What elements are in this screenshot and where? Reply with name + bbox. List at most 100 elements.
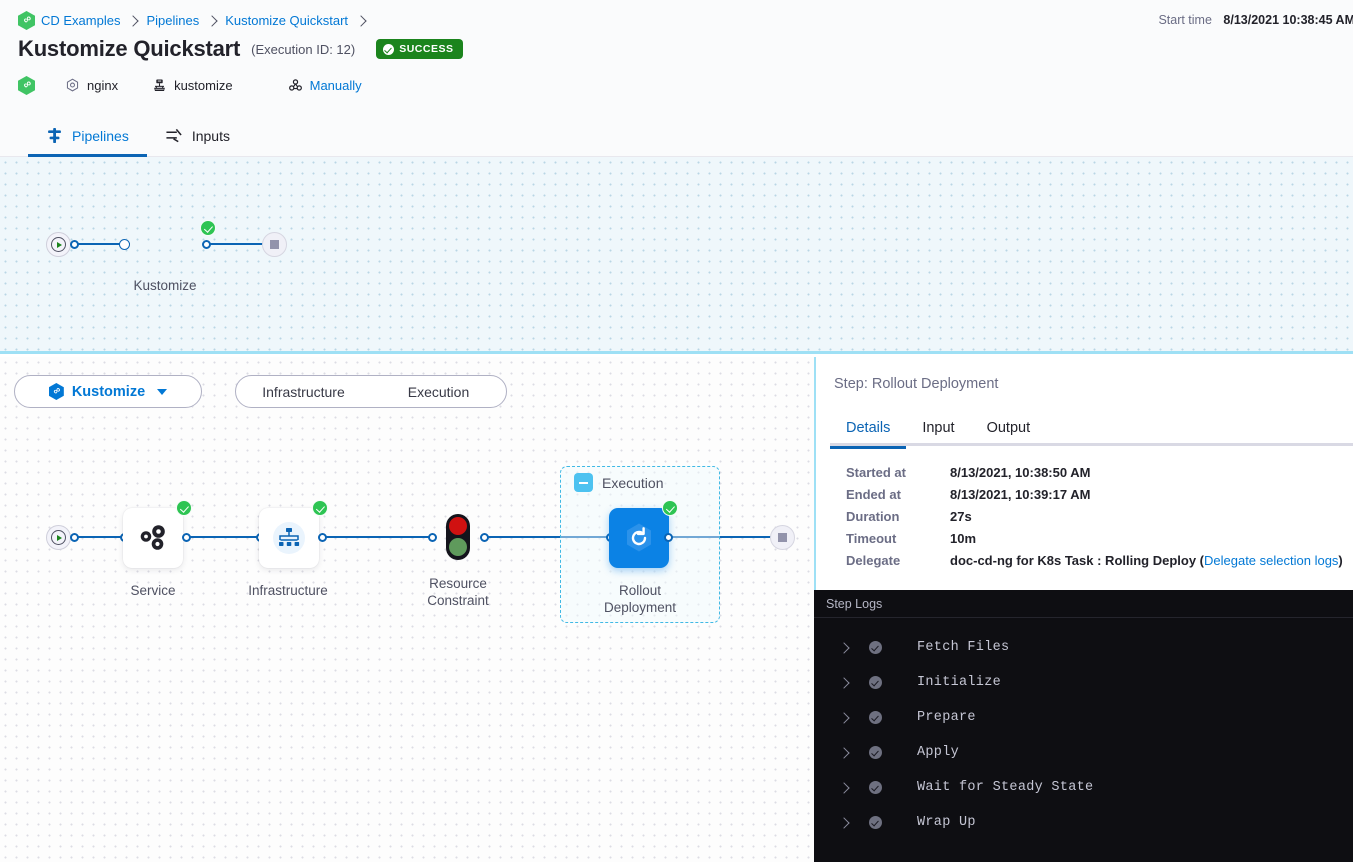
log-row[interactable]: Wait for Steady State	[814, 770, 1353, 805]
stage-start-node[interactable]	[46, 525, 71, 550]
graph-port	[202, 240, 211, 249]
step-group-execution-label: Execution	[602, 474, 664, 491]
pipeline-stage-label: Kustomize	[133, 278, 197, 293]
meta-infrastructure-label: kustomize	[174, 78, 233, 93]
check-circle-icon	[869, 781, 882, 794]
graph-port	[664, 533, 673, 542]
detail-value-ended-at: 8/13/2021, 10:39:17 AM	[950, 487, 1091, 502]
meta-service-label: nginx	[87, 78, 119, 93]
log-row-label: Prepare	[917, 710, 976, 725]
detail-value-started-at: 8/13/2021, 10:38:50 AM	[950, 465, 1091, 480]
phase-toggle[interactable]: Infrastructure Execution	[235, 375, 507, 408]
graph-port	[120, 240, 129, 249]
step-details-title: Step: Rollout Deployment	[834, 376, 999, 392]
status-success-icon	[200, 220, 216, 236]
delegate-selection-logs-link[interactable]: Delegate selection logs	[1204, 553, 1339, 568]
detail-key-started-at: Started at	[846, 465, 906, 480]
detail-key-delegate: Delegate	[846, 553, 901, 568]
pipeline-start-node[interactable]	[46, 232, 71, 257]
log-row[interactable]: Fetch Files	[814, 630, 1353, 665]
step-label-service: Service	[130, 583, 176, 598]
tab-input[interactable]: Input	[922, 420, 955, 436]
tab-pipelines-label: Pipelines	[72, 127, 129, 144]
step-details-tabs: Details Input Output	[830, 412, 1353, 449]
minus-square-icon[interactable]	[574, 473, 593, 492]
log-row-label: Apply	[917, 745, 960, 760]
chevron-right-icon	[206, 14, 218, 27]
kustomize-hex-icon: ∞	[48, 383, 64, 400]
step-logs-panel: Step Logs Fetch Files Initialize Prepare…	[814, 590, 1353, 862]
log-row-label: Wait for Steady State	[917, 780, 1094, 795]
log-row[interactable]: Apply	[814, 735, 1353, 770]
breadcrumb-item-cd-examples[interactable]: CD Examples	[41, 13, 121, 28]
breadcrumb-item-pipelines[interactable]: Pipelines	[146, 13, 200, 28]
detail-row-ended-at: Ended at 8/13/2021, 10:39:17 AM	[846, 487, 1343, 509]
log-row[interactable]: Wrap Up	[814, 805, 1353, 840]
step-label-infrastructure: Infrastructure	[248, 583, 328, 598]
detail-row-delegate: Delegate doc-cd-ng for K8s Task : Rollin…	[846, 553, 1343, 575]
tab-pipelines[interactable]: Pipelines	[28, 127, 147, 157]
check-circle-icon	[383, 43, 395, 55]
graph-edge	[186, 536, 260, 538]
infrastructure-icon	[154, 79, 165, 92]
traffic-light-icon[interactable]	[446, 514, 470, 560]
tab-inputs[interactable]: Inputs	[147, 127, 248, 156]
start-time: Start time 8/13/2021 10:38:45 AM	[1158, 13, 1353, 27]
start-time-value: 8/13/2021 10:38:45 AM	[1223, 13, 1353, 27]
harness-hex-icon: ∞	[18, 76, 35, 95]
meta-trigger-label[interactable]: Manually	[309, 78, 362, 93]
step-node-infrastructure[interactable]	[259, 508, 319, 568]
graph-edge	[74, 243, 130, 245]
graph-port	[318, 533, 327, 542]
step-node-service[interactable]	[123, 508, 183, 568]
detail-key-ended-at: Ended at	[846, 487, 901, 502]
pipeline-end-node[interactable]	[262, 232, 287, 257]
step-node-rollout-deployment[interactable]	[609, 508, 669, 568]
meta-item-service: nginx	[65, 78, 118, 93]
detail-row-timeout: Timeout 10m	[846, 531, 1343, 553]
step-label-rollout-line1: Rollout	[618, 583, 662, 598]
tab-output[interactable]: Output	[986, 420, 1031, 436]
step-details-table: Started at 8/13/2021, 10:38:50 AM Ended …	[846, 465, 1343, 575]
stage-selector-button[interactable]: ∞ Kustomize	[14, 375, 202, 408]
execution-meta-row: ∞ nginx kustomize	[18, 76, 362, 95]
graph-edge	[322, 536, 432, 538]
stage-canvas[interactable]: Service Infrastructure Resource Constrai…	[0, 357, 816, 862]
page-title: Kustomize Quickstart	[18, 36, 241, 61]
check-circle-icon	[869, 816, 882, 829]
chevron-right-icon[interactable]	[838, 816, 850, 829]
meta-item-trigger[interactable]: Manually	[288, 78, 362, 93]
chevron-right-icon[interactable]	[838, 781, 850, 794]
chevron-right-icon[interactable]	[838, 746, 850, 759]
tab-details[interactable]: Details	[830, 420, 907, 449]
log-row[interactable]: Prepare	[814, 700, 1353, 735]
step-group-execution-header[interactable]: Execution	[574, 473, 663, 492]
status-success-icon	[312, 500, 328, 516]
rollout-refresh-icon	[627, 523, 651, 552]
graph-port	[182, 533, 191, 542]
chevron-right-icon[interactable]	[838, 676, 850, 689]
delegate-text-prefix: doc-cd-ng for K8s Task : Rolling Deploy …	[950, 553, 1204, 568]
breadcrumb: ∞ CD Examples Pipelines Kustomize Quicks…	[18, 11, 368, 30]
breadcrumb-item-kustomize-quickstart[interactable]: Kustomize Quickstart	[225, 13, 349, 28]
pipeline-canvas[interactable]: ∞ Kustomize	[0, 157, 1353, 354]
chevron-down-icon[interactable]	[157, 388, 168, 395]
phase-tab-infrastructure[interactable]: Infrastructure	[262, 383, 345, 400]
step-label-resource-constraint-line2: Constraint	[427, 593, 489, 608]
check-circle-icon	[869, 711, 882, 724]
graph-edge	[668, 536, 776, 538]
check-circle-icon	[869, 676, 882, 689]
tab-inputs-label: Inputs	[191, 127, 230, 144]
log-row-label: Fetch Files	[917, 640, 1010, 655]
graph-port	[428, 533, 437, 542]
stage-end-node[interactable]	[770, 525, 795, 550]
chevron-right-icon[interactable]	[838, 641, 850, 654]
phase-tab-execution[interactable]: Execution	[407, 383, 470, 400]
detail-key-duration: Duration	[846, 509, 900, 524]
log-row[interactable]: Initialize	[814, 665, 1353, 700]
start-time-label: Start time	[1158, 13, 1212, 27]
log-row-label: Wrap Up	[917, 815, 976, 830]
step-logs-title: Step Logs	[826, 596, 883, 611]
chevron-right-icon[interactable]	[838, 711, 850, 724]
main-tabs: Pipelines Inputs	[0, 112, 1353, 157]
